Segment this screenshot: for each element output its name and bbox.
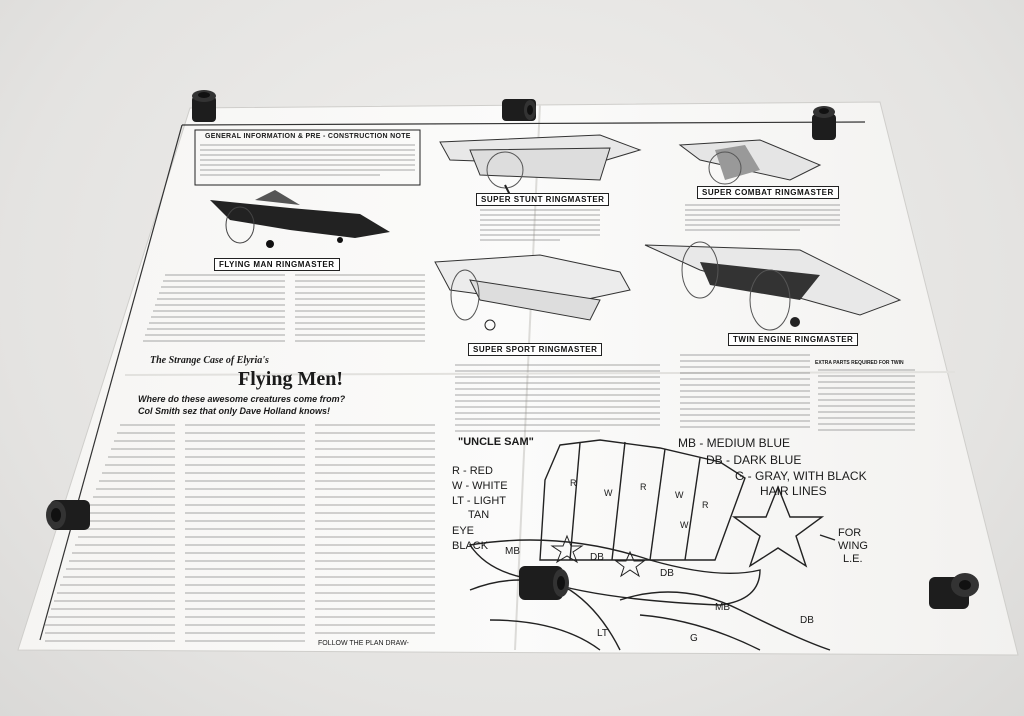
magnet-bottom-right [929, 573, 979, 609]
twin-text-block [680, 354, 915, 431]
stunt-text-block [480, 209, 600, 241]
legend-left-5: EYE [452, 525, 475, 537]
hat-letter-6: W [680, 520, 689, 530]
flying-man-text-columns [143, 274, 425, 342]
super-combat-plane-drawing [678, 139, 822, 185]
flying-man-plane-drawing [210, 190, 390, 248]
uncle-sam-title: "UNCLE SAM" [458, 436, 534, 448]
band-letter-2: DB [590, 552, 604, 563]
header-box-title: GENERAL INFORMATION & PRE - CONSTRUCTION… [205, 133, 411, 140]
legend-left-1: R - RED [452, 465, 493, 477]
fold-line-horizontal [124, 371, 956, 376]
top-border-line [181, 121, 866, 126]
hat-letter-5: R [702, 500, 709, 510]
hat-letter-1: R [570, 478, 577, 488]
magnet-top-center [502, 99, 536, 121]
magnet-bottom-center [519, 566, 569, 600]
article-columns [45, 424, 435, 642]
header-box-frame [194, 129, 421, 186]
band-letter-4: MB [715, 602, 730, 613]
magnet-middle-left [46, 500, 90, 530]
plane-label-flying-man: FLYING MAN RINGMASTER [214, 258, 340, 271]
paper-sheet [17, 101, 1019, 656]
star-note-3: L.E. [843, 553, 863, 565]
legend-right-3: G - GRAY, WITH BLACK [735, 469, 867, 483]
legend-left-2: W - WHITE [452, 480, 508, 492]
magnet-top-left [192, 90, 216, 122]
band-letter-7: G [690, 633, 698, 644]
hat-letter-3: R [640, 482, 647, 492]
plane-label-super-sport: SUPER SPORT RINGMASTER [468, 343, 603, 356]
legend-left-4: TAN [468, 509, 490, 521]
sport-text-block [455, 364, 660, 432]
super-sport-plane-drawing [434, 254, 631, 331]
star-note-2: WING [838, 540, 868, 552]
legend-right-1: MB - MEDIUM BLUE [678, 436, 791, 450]
uncle-sam-drawing [468, 439, 836, 651]
super-stunt-plane-drawing [439, 134, 642, 196]
article-deck-2: Col Smith sez that only Dave Holland kno… [138, 406, 331, 416]
legend-right-2: DB - DARK BLUE [706, 453, 802, 467]
magnet-top-right [812, 106, 836, 140]
hat-letter-2: W [604, 488, 613, 498]
article-headline: Flying Men! [238, 368, 343, 390]
star-note-1: FOR [838, 527, 862, 539]
band-letter-6: LT [597, 628, 608, 639]
combat-text-block [685, 204, 840, 231]
legend-right-4: HAIR LINES [760, 484, 827, 498]
article-kicker: The Strange Case of Elyria's [150, 355, 269, 366]
legend-left-3: LT - LIGHT [452, 495, 506, 507]
plane-label-twin-engine: TWIN ENGINE RINGMASTER [728, 333, 859, 346]
header-box-text-lines [200, 144, 415, 176]
band-letter-1: MB [505, 546, 520, 557]
plane-label-super-combat: SUPER COMBAT RINGMASTER [697, 186, 839, 199]
band-letter-3: DB [660, 568, 674, 579]
band-letter-5: DB [800, 615, 814, 626]
article-deck-1: Where do these awesome creatures come fr… [138, 394, 346, 404]
twin-engine-plane-drawing [644, 241, 902, 331]
left-border-line [39, 124, 183, 641]
hat-letter-4: W [675, 490, 684, 500]
plane-label-super-stunt: SUPER STUNT RINGMASTER [476, 193, 610, 206]
article-footer-text: FOLLOW THE PLAN DRAW- [318, 640, 409, 647]
extra-parts-title: EXTRA PARTS REQUIRED FOR TWIN [815, 360, 904, 366]
legend-left-6: BLACK [452, 540, 489, 552]
